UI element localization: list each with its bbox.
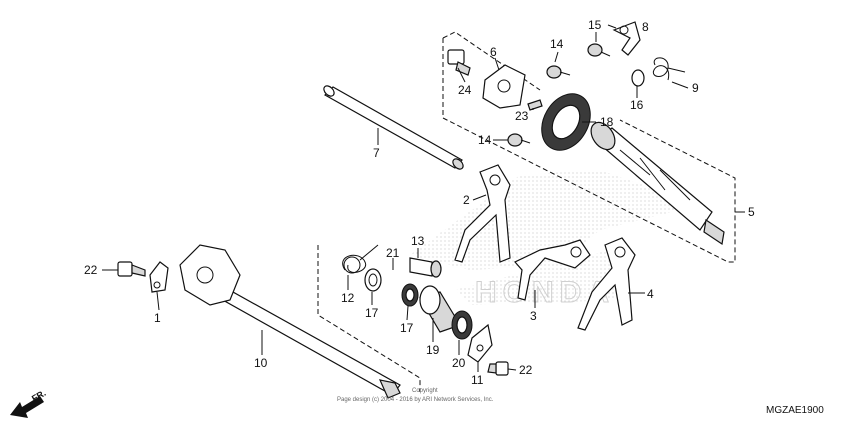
callout-14-lower: 14 <box>478 133 492 147</box>
callout-3: 3 <box>530 309 537 323</box>
callout-23: 23 <box>515 109 529 123</box>
plate-part-11 <box>467 323 493 363</box>
front-direction-arrow: FR. <box>10 388 48 418</box>
shift-spindle-part-10 <box>179 244 401 399</box>
spring-part-12 <box>342 244 379 274</box>
seal-part-20 <box>451 310 473 340</box>
callout-24: 24 <box>458 83 472 97</box>
bearing-part-18 <box>541 93 591 151</box>
shift-fork-part-4 <box>577 237 636 331</box>
callout-2: 2 <box>463 193 470 207</box>
drum-center-part-6 <box>482 64 526 109</box>
callout-19: 19 <box>426 343 440 357</box>
return-spring-part-9 <box>652 57 686 81</box>
callout-16: 16 <box>630 98 644 112</box>
washer-part-16 <box>631 69 645 87</box>
callout-20: 20 <box>452 356 466 370</box>
spring-group-bracket <box>317 245 421 392</box>
callout-6: 6 <box>490 45 497 59</box>
callout-5: 5 <box>748 205 755 219</box>
callout-labels: 22 1 2 3 4 5 6 7 8 9 10 11 12 13 14 14 1… <box>84 18 755 387</box>
callout-7: 7 <box>373 146 380 160</box>
front-indicator-label: FR. <box>30 388 48 404</box>
shift-fork-part-2 <box>454 164 511 263</box>
callout-21: 21 <box>386 246 400 260</box>
pin-part-23 <box>527 99 543 111</box>
callout-1: 1 <box>154 311 161 325</box>
callout-15: 15 <box>588 18 602 32</box>
washer-part-17-a <box>364 268 382 292</box>
bolt-part-22-right <box>487 361 509 376</box>
callout-12: 12 <box>341 291 355 305</box>
callout-8: 8 <box>642 20 649 34</box>
callout-17-b: 17 <box>400 321 414 335</box>
shift-drum-part-5 <box>590 121 725 246</box>
stopper-arm-part-8 <box>612 21 641 56</box>
diagram-code: MGZAE1900 <box>766 405 824 416</box>
callout-22-right: 22 <box>519 363 533 377</box>
callout-14-upper: 14 <box>550 37 564 51</box>
stopper-plate-part-1 <box>149 261 169 293</box>
washer-part-17-b <box>401 283 419 307</box>
callout-17-a: 17 <box>365 306 379 320</box>
callout-4: 4 <box>647 287 654 301</box>
callout-13: 13 <box>411 234 425 248</box>
leader-lines <box>102 24 745 372</box>
bolt-part-24 <box>447 49 471 76</box>
guide-shaft-part-7 <box>323 85 464 170</box>
collar-part-13 <box>409 257 442 278</box>
bolt-part-14-lower <box>507 133 531 147</box>
callout-9: 9 <box>692 81 699 95</box>
copyright-notice: Copyright Page design (c) 2004 - 2016 by… <box>337 388 494 403</box>
copyright-line-1: Copyright <box>412 388 438 394</box>
bolt-part-15 <box>587 43 611 57</box>
callout-22-left: 22 <box>84 263 98 277</box>
callout-18: 18 <box>600 115 614 129</box>
callout-11: 11 <box>471 373 484 387</box>
copyright-line-2: Page design (c) 2004 - 2016 by ARI Netwo… <box>337 397 494 403</box>
bolt-part-14-upper <box>546 65 571 79</box>
callout-10: 10 <box>254 356 268 370</box>
bolt-part-22-left <box>117 261 146 277</box>
shift-fork-part-3 <box>514 239 591 301</box>
bearing-part-19 <box>419 285 461 333</box>
